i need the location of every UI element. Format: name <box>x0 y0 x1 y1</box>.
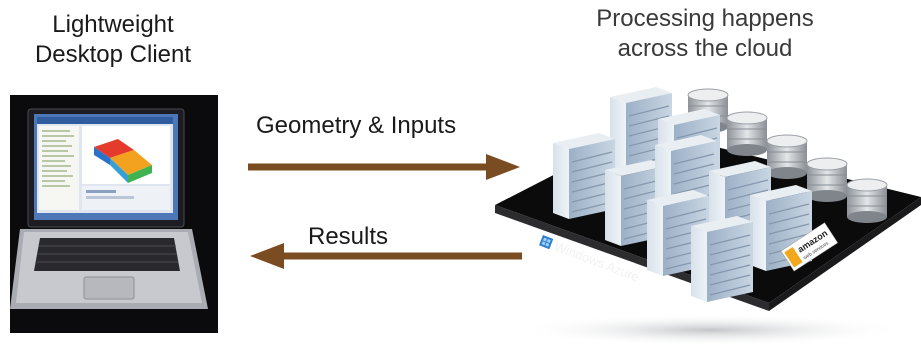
arrow-to-cloud <box>248 154 520 180</box>
laptop-image <box>10 95 218 333</box>
client-title-line2: Desktop Client <box>34 41 192 68</box>
database-icons <box>687 88 888 223</box>
cloud-title: Processing happens across the cloud <box>555 4 855 64</box>
server-building <box>553 133 615 219</box>
results-label: Results <box>308 223 389 250</box>
client-title: Lightweight Desktop Client <box>8 10 218 70</box>
geometry-inputs-label: Geometry & Inputs <box>256 112 457 139</box>
cloud-server-farm-image: Windows Azure amazon web services <box>495 87 921 346</box>
arrows <box>248 154 522 269</box>
server-buildings <box>553 87 812 302</box>
client-title-line1: Lightweight <box>52 11 174 38</box>
server-building <box>691 216 753 302</box>
arrow-to-client <box>250 243 522 269</box>
cloud-title-line2: across the cloud <box>617 35 793 62</box>
cloud-title-line1: Processing happens <box>596 5 814 32</box>
